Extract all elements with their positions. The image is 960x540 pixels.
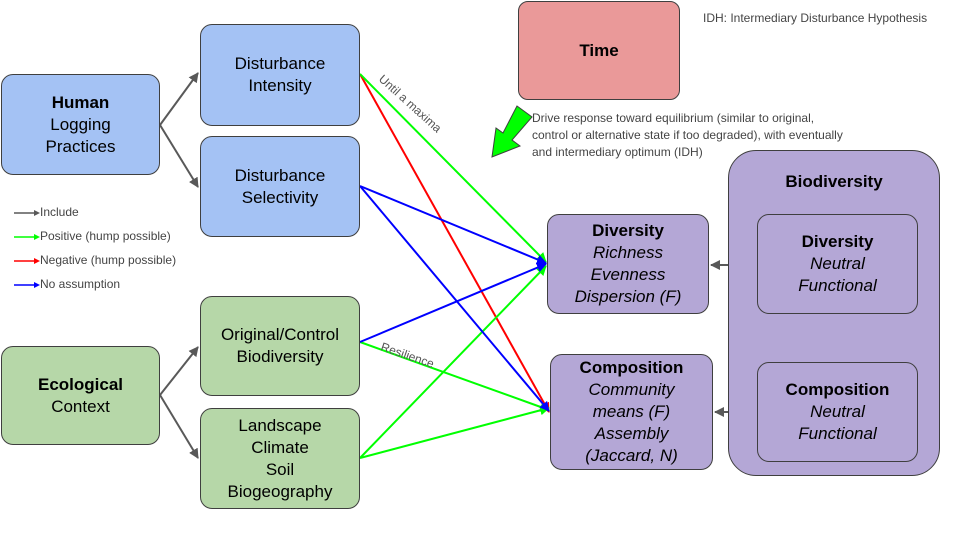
- legend-label: No assumption: [40, 277, 121, 291]
- biodiversity-composition-title: Composition: [785, 380, 890, 399]
- ecological-line: Context: [51, 396, 110, 416]
- legend-swatch-include: [14, 207, 40, 217]
- legend-item-no-assumption: No assumption: [14, 277, 120, 291]
- composition-response-box: Composition Community means (F) Assembly…: [550, 354, 713, 470]
- legend-arrow-icon: [14, 282, 40, 288]
- diversity-response-line: Dispersion (F): [574, 287, 682, 306]
- time-note-line: Drive response toward equilibrium (simil…: [532, 111, 815, 125]
- disturbance-selectivity-box: Disturbance Selectivity: [200, 136, 360, 237]
- legend-label: Positive (hump possible): [40, 229, 171, 243]
- arrow-human-to-selectivity: [159, 124, 199, 188]
- time-note: Drive response toward equilibrium (simil…: [532, 110, 843, 161]
- original-biodiversity-line: Biodiversity: [236, 347, 324, 366]
- legend-item-negative: Negative (hump possible): [14, 253, 176, 267]
- label-resilience: Resilience: [379, 340, 436, 371]
- disturbance-selectivity-line: Disturbance: [234, 165, 326, 185]
- composition-response-title: Composition: [579, 358, 684, 377]
- legend-item-positive: Positive (hump possible): [14, 229, 171, 243]
- legend-arrow-icon: [14, 258, 40, 264]
- disturbance-selectivity-line: Selectivity: [241, 187, 319, 207]
- arrow-landscape-to-composition-positive: [359, 405, 550, 459]
- human-line: Logging: [50, 114, 111, 134]
- legend-arrow-icon: [14, 210, 40, 216]
- biodiversity-composition-line: Neutral: [810, 402, 865, 421]
- time-title: Time: [579, 40, 619, 60]
- ecological-title: Ecological: [37, 374, 124, 394]
- time-note-line: and intermediary optimum (IDH): [532, 145, 703, 159]
- arrow-original-to-composition-positive: [359, 341, 550, 412]
- ecological-context-box: Ecological Context: [1, 346, 160, 445]
- biodiversity-diversity-line: Neutral: [810, 254, 865, 273]
- arrow-landscape-to-diversity-positive: [359, 265, 547, 459]
- disturbance-intensity-line: Disturbance: [234, 54, 326, 73]
- arrow-selectivity-to-diversity-blue: [359, 185, 547, 265]
- human-line: Practices: [45, 136, 116, 156]
- landscape-line: Soil: [265, 459, 295, 479]
- biodiversity-title: Biodiversity: [785, 172, 883, 191]
- landscape-line: Climate: [251, 437, 309, 457]
- composition-response-line: (Jaccard, N): [585, 446, 678, 465]
- landscape-line: Landscape: [238, 415, 322, 435]
- composition-response-line: Community: [588, 380, 675, 399]
- time-box: Time: [518, 1, 680, 100]
- legend-label: Include: [40, 205, 79, 219]
- biodiversity-diversity-line: Functional: [798, 276, 877, 295]
- legend-label: Negative (hump possible): [40, 253, 177, 267]
- disturbance-intensity-line: Intensity: [248, 76, 312, 95]
- biodiversity-diversity-box: Diversity Neutral Functional: [757, 214, 918, 314]
- human-title: Human: [51, 92, 110, 112]
- legend-arrow-icon: [14, 234, 40, 240]
- original-biodiversity-line: Original/Control: [220, 325, 340, 344]
- arrow-intensity-to-diversity-positive: [359, 73, 547, 263]
- landscape-box: Landscape Climate Soil Biogeography: [200, 408, 360, 509]
- arrow-ecological-to-landscape: [159, 394, 199, 459]
- original-biodiversity-box: Original/Control Biodiversity: [200, 296, 360, 396]
- landscape-line: Biogeography: [227, 481, 333, 501]
- diversity-response-line: Evenness: [590, 265, 666, 284]
- legend-swatch-negative: [14, 255, 40, 265]
- diversity-response-line: Richness: [593, 243, 663, 262]
- biodiversity-diversity-title: Diversity: [801, 232, 874, 251]
- diversity-response-title: Diversity: [592, 221, 664, 240]
- disturbance-intensity-box: Disturbance Intensity: [200, 24, 360, 126]
- arrow-original-to-diversity-blue: [359, 262, 547, 343]
- arrow-selectivity-to-composition-blue: [359, 185, 550, 412]
- diversity-response-box: Diversity Richness Evenness Dispersion (…: [547, 214, 709, 314]
- human-logging-box: Human Logging Practices: [1, 74, 160, 175]
- arrow-intensity-to-composition-negative: [359, 73, 550, 413]
- legend-swatch-no-assumption: [14, 279, 40, 289]
- arrow-human-to-intensity: [159, 72, 199, 126]
- time-note-line: control or alternative state if too degr…: [532, 128, 843, 142]
- composition-response-line: means (F): [592, 402, 671, 421]
- legend-swatch-positive: [14, 231, 40, 241]
- arrow-ecological-to-original: [159, 346, 199, 396]
- legend-item-include: Include: [14, 205, 79, 219]
- biodiversity-composition-box: Composition Neutral Functional: [757, 362, 918, 462]
- composition-response-line: Assembly: [594, 424, 669, 443]
- biodiversity-composition-line: Functional: [798, 424, 877, 443]
- time-arrow: [491, 105, 533, 158]
- idh-note: IDH: Intermediary Disturbance Hypothesis: [703, 11, 928, 25]
